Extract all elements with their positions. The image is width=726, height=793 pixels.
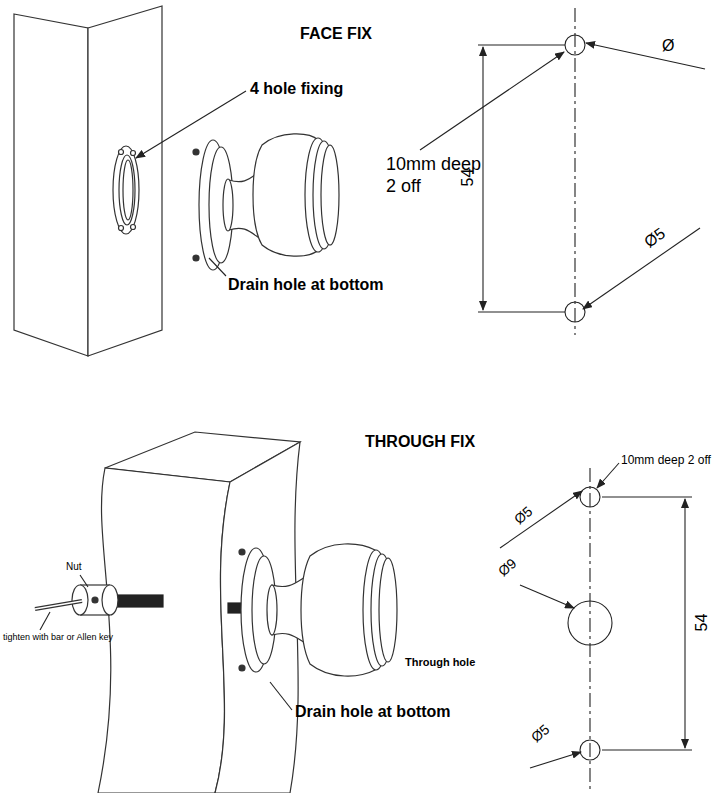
dimension-value: Ø5 [641,224,670,252]
dimension-value: Ø5 [527,721,552,746]
part-name: Through hole [405,656,475,669]
dimension-value: 54 [692,614,711,632]
part-name: Nut [66,561,82,573]
section-title: THROUGH FIX [365,432,475,451]
diameter-symbol: Ø [662,36,674,55]
callout-text: Drain hole at bottom [228,275,384,294]
dimension-note: 10mm deep 2 off [621,453,711,467]
dimension-value: Ø9 [494,555,519,580]
callout-text: tighten with bar or Allen key [3,632,113,643]
section-title: FACE FIX [300,24,372,43]
callout-text: 4 hole fixing [250,79,343,98]
callout-text: Drain hole at bottom [295,702,451,721]
dimension-value: 54 [458,169,477,187]
dimension-value: Ø5 [510,503,535,528]
